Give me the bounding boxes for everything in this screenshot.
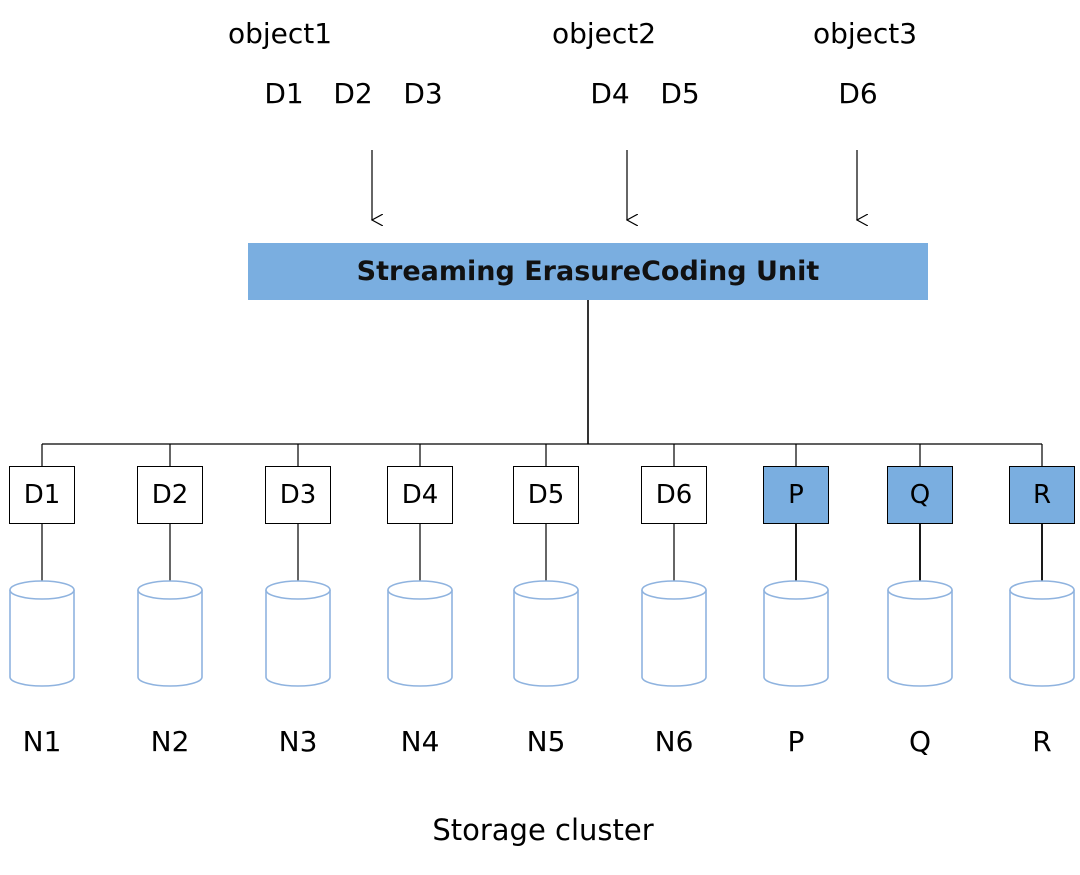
storage-node-disk xyxy=(265,580,331,687)
data-chunk: D5 xyxy=(513,466,579,524)
storage-cluster-label: Storage cluster xyxy=(432,813,654,847)
erasure-coding-unit: Streaming ErasureCoding Unit xyxy=(248,243,928,300)
parity-chunk: P xyxy=(763,466,829,524)
data-chunk: D3 xyxy=(265,466,331,524)
storage-node-label: R xyxy=(1032,725,1052,758)
object-fragment-label: D2 xyxy=(333,77,373,110)
storage-node-label: Q xyxy=(908,725,932,758)
storage-node-disk xyxy=(887,580,953,687)
storage-node-label: N4 xyxy=(400,725,440,758)
chunk-label: D5 xyxy=(527,480,565,510)
object-label: object1 xyxy=(227,17,333,50)
chunk-label: D6 xyxy=(655,480,693,510)
object-label: object3 xyxy=(812,17,918,50)
storage-node-disk xyxy=(137,580,203,687)
storage-node-label: N3 xyxy=(278,725,318,758)
parity-chunk: Q xyxy=(887,466,953,524)
parity-chunk: R xyxy=(1009,466,1075,524)
chunk-label: Q xyxy=(909,480,931,510)
chunk-label: D1 xyxy=(23,480,61,510)
storage-node-label: P xyxy=(787,725,805,758)
chunk-label: D2 xyxy=(151,480,189,510)
object-fragment-label: D3 xyxy=(403,77,443,110)
storage-node-label: N5 xyxy=(526,725,566,758)
object-fragment-label: D1 xyxy=(264,77,304,110)
object-label: object2 xyxy=(551,17,657,50)
object-fragment-label: D5 xyxy=(660,77,700,110)
storage-node-disk xyxy=(9,580,75,687)
object-fragment-label: D6 xyxy=(838,77,878,110)
storage-node-disk xyxy=(763,580,829,687)
chunk-label: D3 xyxy=(279,480,317,510)
chunk-label: D4 xyxy=(401,480,439,510)
data-chunk: D6 xyxy=(641,466,707,524)
data-chunk: D4 xyxy=(387,466,453,524)
storage-node-disk xyxy=(1009,580,1075,687)
object-fragment-label: D4 xyxy=(590,77,630,110)
data-chunk: D1 xyxy=(9,466,75,524)
chunk-label: P xyxy=(788,480,804,510)
storage-node-disk xyxy=(641,580,707,687)
chunk-label: R xyxy=(1032,480,1052,510)
storage-node-disk xyxy=(513,580,579,687)
storage-node-label: N2 xyxy=(150,725,190,758)
storage-node-disk xyxy=(387,580,453,687)
erasure-coding-unit-label: Streaming ErasureCoding Unit xyxy=(356,256,820,287)
storage-node-label: N1 xyxy=(22,725,62,758)
storage-node-label: N6 xyxy=(654,725,694,758)
data-chunk: D2 xyxy=(137,466,203,524)
